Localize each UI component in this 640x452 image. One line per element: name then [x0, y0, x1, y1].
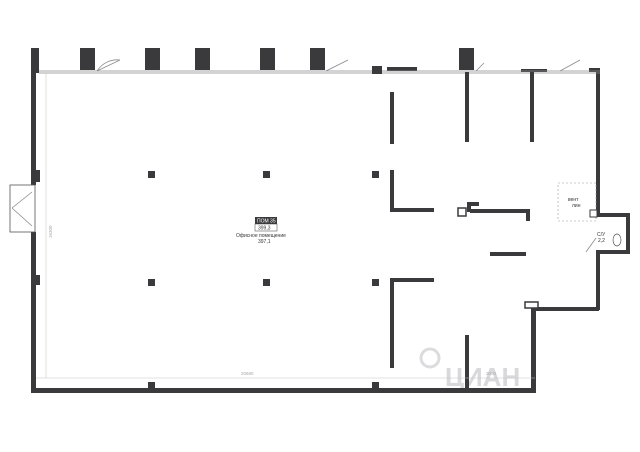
bathroom-wall-top	[596, 213, 630, 217]
pier-6	[459, 48, 474, 70]
wall-right-bottom-step	[531, 308, 536, 393]
pier-7	[372, 66, 382, 74]
wall-left-upper	[31, 73, 36, 185]
wall-right-upper	[596, 70, 600, 216]
bathroom-wall-right	[626, 213, 630, 253]
partition	[390, 92, 394, 144]
door-swing-top-3	[475, 62, 485, 72]
door-swing-top-2	[325, 59, 349, 72]
column	[263, 171, 270, 178]
room-area-total: 399,3	[258, 226, 271, 232]
wall-left-lower	[31, 232, 36, 392]
riser-bottom	[524, 301, 539, 309]
wall-top-right-corner	[589, 68, 600, 72]
vent-label-2: лин	[572, 203, 581, 209]
partition	[470, 209, 528, 213]
column	[263, 279, 270, 286]
jamb-lower	[36, 275, 40, 285]
partition	[465, 72, 469, 142]
dim-bottom-main: 20680	[241, 371, 254, 376]
left-entrance	[9, 170, 40, 285]
watermark-text: ЦИАН	[445, 362, 520, 392]
column	[148, 171, 155, 178]
partition	[390, 278, 394, 368]
pier-1	[80, 48, 95, 70]
columns	[148, 171, 379, 388]
bathroom-door-swing	[585, 237, 597, 253]
bathroom-area: 2,2	[598, 238, 605, 244]
partition	[526, 209, 530, 221]
column	[372, 279, 379, 286]
vent-label-1: вент	[568, 197, 579, 203]
door-swing-top-4	[559, 59, 581, 72]
column	[148, 279, 155, 286]
room-labels: ПОМ 35 399,3 Офисное помещение 397,1 вен…	[236, 197, 606, 245]
partition	[490, 252, 526, 256]
riser	[457, 207, 467, 217]
column	[372, 171, 379, 178]
toilet-icon	[612, 233, 622, 247]
bathroom-riser	[589, 209, 598, 218]
vent-shaft	[557, 182, 597, 222]
pier-2	[145, 48, 160, 70]
wall-corner-top-left	[31, 48, 39, 73]
bathroom-label: С/У	[597, 232, 606, 238]
entrance-jamb-top	[36, 170, 40, 182]
partition	[465, 335, 469, 388]
bathroom-block	[557, 182, 630, 254]
room-tag-box	[255, 217, 277, 224]
partition	[467, 202, 471, 212]
pier-5	[310, 48, 325, 70]
room-tag: ПОМ 35	[257, 219, 276, 225]
office-label: Офисное помещение	[236, 233, 286, 239]
pier-4	[260, 48, 275, 70]
entrance-door-leaf-2	[11, 207, 33, 227]
wall-top-right-segment	[521, 69, 547, 72]
dim-left: 16300	[48, 225, 53, 238]
room-area-box	[254, 223, 278, 232]
door-swing-top-1	[96, 59, 121, 72]
outer-walls	[31, 48, 600, 393]
wall-notch-bottom	[531, 307, 599, 311]
wall-bottom	[31, 388, 535, 393]
interior-partitions	[390, 72, 539, 388]
top-facade	[39, 48, 600, 74]
column	[148, 382, 155, 388]
column	[372, 382, 379, 388]
dimensions: 16300 20680 3000	[36, 73, 535, 379]
wall-right-lower	[596, 252, 600, 310]
partition	[390, 278, 434, 282]
partition	[390, 170, 394, 212]
bathroom-wall-bottom	[596, 250, 630, 254]
pier-3	[195, 48, 210, 70]
wall-top-mid-segment	[387, 67, 417, 71]
partition	[390, 208, 434, 212]
office-area: 397,1	[258, 239, 271, 245]
entrance-frame	[9, 184, 36, 233]
watermark: ЦИАН	[419, 347, 520, 392]
entrance-door-leaf-1	[11, 191, 33, 209]
dim-bottom-right: 3000	[486, 371, 497, 376]
partition	[530, 72, 534, 142]
partition	[467, 202, 479, 206]
